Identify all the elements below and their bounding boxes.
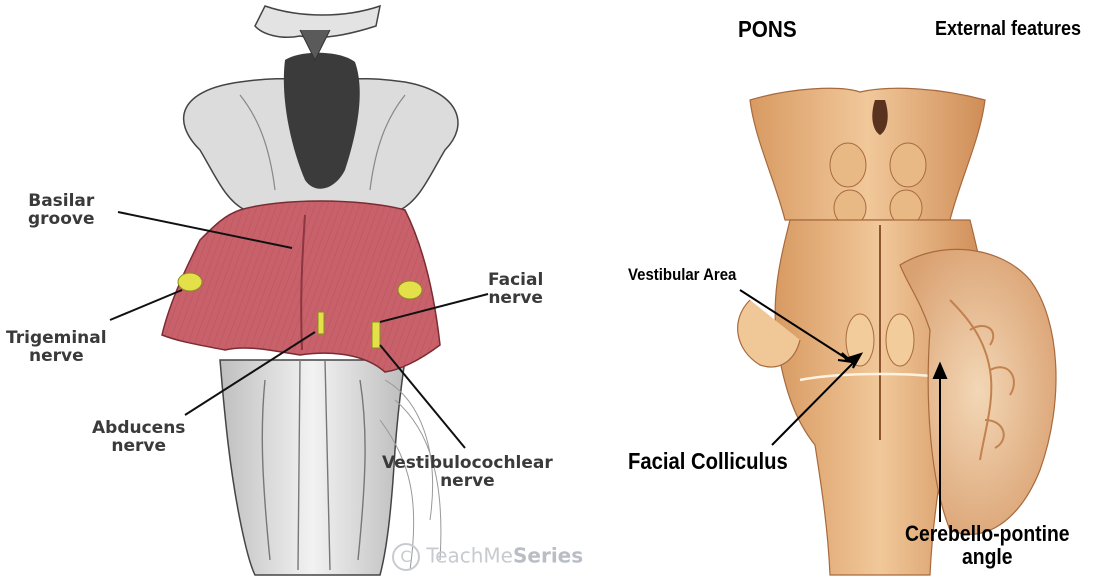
abducens-nerve-label: Abducens nerve (92, 420, 185, 456)
cerebello-pontine-angle-label: Cerebello-pontine angle (905, 522, 1070, 568)
vestibular-area-label: Vestibular Area (628, 266, 736, 284)
watermark-prefix: TeachMe (426, 544, 513, 568)
teachme-series-watermark: C TeachMeSeries (392, 543, 583, 571)
facial-nerve-label: Facial nerve (488, 272, 543, 308)
facial-colliculus-label: Facial Colliculus (628, 449, 788, 473)
medulla (220, 360, 405, 575)
vestibulocochlear-nerve-label: Vestibulocochlear nerve (382, 455, 553, 491)
watermark-suffix: Series (513, 544, 583, 568)
copyright-logo-icon: C (392, 543, 420, 571)
trigeminal-nerve-label: Trigeminal nerve (6, 330, 107, 366)
facial-nerve-root (372, 322, 380, 348)
midbrain-tectum (750, 88, 985, 220)
abducens-nerve-root (318, 312, 324, 334)
basilar-groove-label: Basilar groove (28, 193, 95, 229)
trigeminal-nerve-root-right (398, 281, 422, 299)
trigeminal-nerve-root-left (178, 273, 202, 291)
posterior-brainstem-illustration (590, 0, 1114, 579)
facial-colliculus-bump-right (886, 314, 914, 366)
anterior-brainstem-figure: Basilar groove Trigeminal nerve Facial n… (0, 0, 590, 579)
posterior-brainstem-figure: PONS External features (590, 0, 1114, 579)
